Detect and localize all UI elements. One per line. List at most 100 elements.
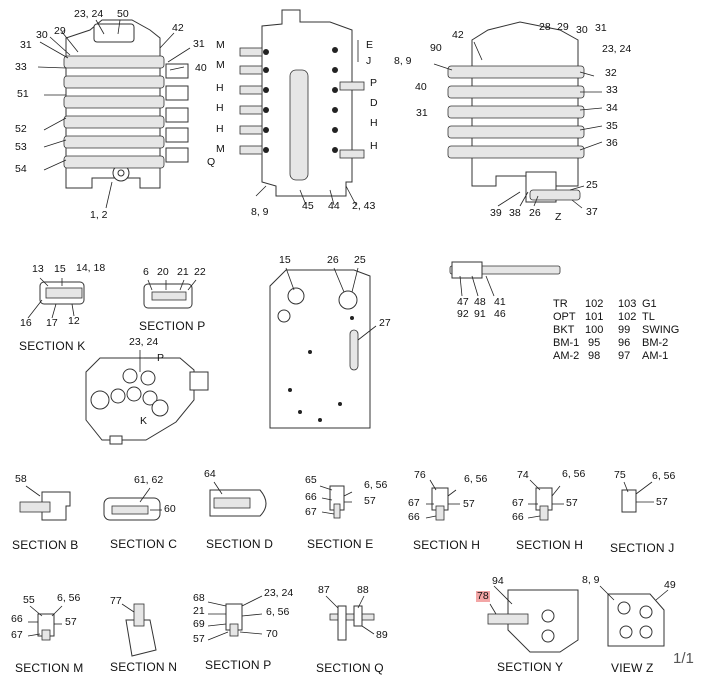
callout: M <box>216 39 225 51</box>
callout: 67 <box>305 506 317 518</box>
callout: 16 <box>20 317 32 329</box>
table-cell: 97 <box>618 350 631 362</box>
callout-highlighted[interactable]: 78 <box>476 590 490 602</box>
section-title: SECTION K <box>19 339 86 353</box>
callout: 26 <box>529 207 541 219</box>
callout: Z <box>555 211 562 223</box>
valve-side-view <box>239 9 365 206</box>
section-title: SECTION H <box>516 538 584 552</box>
callout: 13 <box>32 263 44 275</box>
callout: E <box>366 39 374 51</box>
callout: 6, 56 <box>57 592 81 604</box>
callout: 25 <box>586 179 598 191</box>
callout: 35 <box>606 120 618 132</box>
callout: 66 <box>305 491 317 503</box>
callout: 6, 56 <box>652 470 676 482</box>
callout: 68 <box>193 592 205 604</box>
callout: 66 <box>512 511 524 523</box>
callout: 15 <box>54 263 66 275</box>
callout: 94 <box>492 575 504 587</box>
callout: 6 <box>143 266 149 278</box>
section-title: SECTION P <box>139 319 206 333</box>
callout: 91 <box>474 308 486 320</box>
callout: M <box>216 59 225 71</box>
callout: 27 <box>379 317 391 329</box>
callout: 53 <box>15 141 27 153</box>
callout: 26 <box>327 254 339 266</box>
table-cell: 96 <box>618 337 631 349</box>
section-p-part <box>143 279 197 309</box>
callout: 51 <box>17 88 29 100</box>
section-j-part <box>621 481 654 513</box>
callout: 15 <box>279 254 291 266</box>
section-title: SECTION M <box>15 661 84 675</box>
callout: 23, 24 <box>74 8 104 20</box>
callout: 38 <box>509 207 521 219</box>
table-cell: BKT <box>553 324 575 336</box>
section-e-part <box>319 485 353 519</box>
section-title: SECTION B <box>12 538 79 552</box>
section-title: SECTION P <box>205 658 272 672</box>
callout: P <box>370 77 378 89</box>
callout: H <box>216 102 224 114</box>
valve-front-view <box>37 19 191 209</box>
callout: 75 <box>614 469 626 481</box>
callout: 1, 2 <box>90 209 108 221</box>
callout: 42 <box>172 22 184 34</box>
table-cell: BM-2 <box>642 337 669 349</box>
section-n-part <box>121 603 157 657</box>
table-cell: SWING <box>642 324 680 336</box>
callout: H <box>216 82 224 94</box>
callout: 33 <box>15 61 27 73</box>
callout: 31 <box>20 39 32 51</box>
callout: 40 <box>195 62 207 74</box>
callout: 23, 24 <box>602 43 632 55</box>
section-title: SECTION Q <box>316 661 384 675</box>
callout: 20 <box>157 266 169 278</box>
callout: 76 <box>414 469 426 481</box>
callout: 23, 24 <box>264 587 294 599</box>
callout: 52 <box>15 123 27 135</box>
callout: 77 <box>110 595 122 607</box>
callout: 14, 18 <box>76 262 106 274</box>
callout: 21 <box>193 605 205 617</box>
callout: 41 <box>494 296 506 308</box>
callout: 29 <box>54 25 66 37</box>
callout: 87 <box>318 584 330 596</box>
table-cell: 103 <box>618 298 637 310</box>
callout: 67 <box>408 497 420 509</box>
callout: 42 <box>452 29 464 41</box>
callout: 30 <box>36 29 48 41</box>
callout: 74 <box>517 469 529 481</box>
section-b-part <box>19 485 71 521</box>
table-cell: OPT <box>553 311 576 323</box>
table-cell: 99 <box>618 324 631 336</box>
callout: 30 <box>576 24 588 36</box>
callout: 64 <box>204 468 216 480</box>
section-p2-part <box>207 595 263 641</box>
callout: 50 <box>117 8 129 20</box>
section-title: SECTION H <box>413 538 481 552</box>
callout: M <box>216 143 225 155</box>
callout: 28 <box>539 21 551 33</box>
callout: 31 <box>193 38 205 50</box>
section-q-part <box>325 595 375 641</box>
callout: J <box>366 55 372 67</box>
table-cell: TR <box>553 298 568 310</box>
callout: 6, 56 <box>562 468 586 480</box>
section-m-part <box>27 605 63 641</box>
callout: 22 <box>194 266 206 278</box>
callout: 36 <box>606 137 618 149</box>
table-cell: 102 <box>585 298 604 310</box>
callout: 46 <box>494 308 506 320</box>
callout: 58 <box>15 473 27 485</box>
callout: 60 <box>164 503 176 515</box>
section-h-part-2 <box>527 479 564 521</box>
callout: 61, 62 <box>134 474 164 486</box>
callout: 48 <box>474 296 486 308</box>
table-cell: 95 <box>588 337 601 349</box>
table-cell: 102 <box>618 311 637 323</box>
callout: 49 <box>664 579 676 591</box>
callout: 54 <box>15 163 27 175</box>
callout: 6, 56 <box>464 473 488 485</box>
